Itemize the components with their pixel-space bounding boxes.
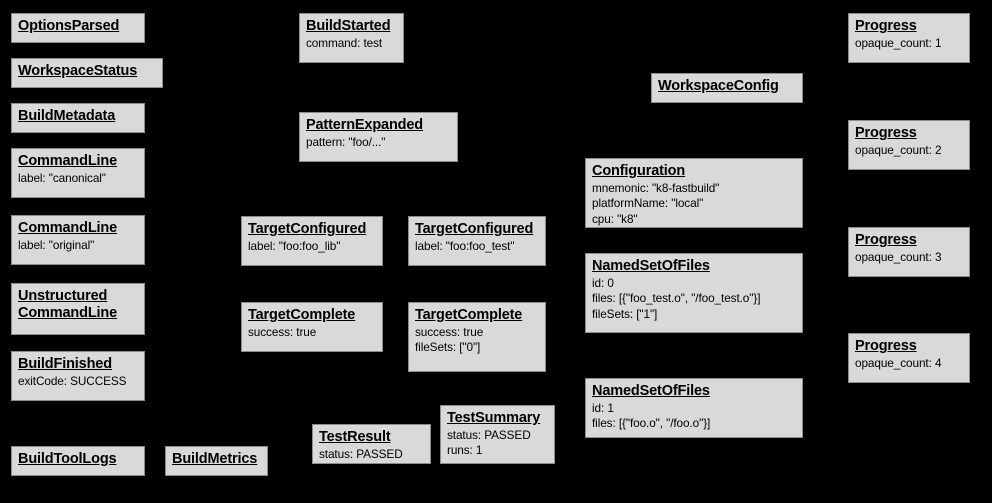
event-node-title: CommandLine xyxy=(18,153,118,169)
event-node-title: Configuration xyxy=(592,163,686,179)
event-node-target-complete-lib[interactable]: TargetComplete success: true xyxy=(241,302,383,352)
event-node-named-set-of-files-0[interactable]: NamedSetOfFiles id: 0 files: [{"foo_test.… xyxy=(585,253,803,333)
event-node-build-metrics[interactable]: BuildMetrics xyxy=(165,446,268,476)
event-node-fields: id: 1 files: [{"foo.o", "/foo.o"}] xyxy=(592,401,711,431)
event-node-pattern-expanded[interactable]: PatternExpanded pattern: "foo/..." xyxy=(299,112,458,162)
event-node-named-set-of-files-1[interactable]: NamedSetOfFiles id: 1 files: [{"foo.o", "… xyxy=(585,378,803,438)
event-node-target-configured-foo-lib[interactable]: TargetConfigured label: "foo:foo_lib" xyxy=(241,216,383,266)
event-node-fields: command: test xyxy=(306,36,383,51)
event-node-progress-4[interactable]: Progress opaque_count: 4 xyxy=(848,333,970,383)
event-node-unstructured-command-line[interactable]: Unstructured CommandLine xyxy=(11,283,145,335)
event-node-build-started[interactable]: BuildStarted command: test xyxy=(299,13,404,63)
event-node-fields: opaque_count: 3 xyxy=(855,250,942,265)
event-node-progress-1[interactable]: Progress opaque_count: 1 xyxy=(848,13,970,63)
event-node-title: TargetConfigured xyxy=(248,221,367,237)
event-node-title: TestResult xyxy=(319,429,391,445)
event-node-title: BuildToolLogs xyxy=(18,451,117,467)
event-node-title: BuildMetrics xyxy=(172,451,258,467)
event-node-workspace-status[interactable]: WorkspaceStatus xyxy=(11,58,163,88)
event-node-options-parsed[interactable]: OptionsParsed xyxy=(11,13,145,43)
event-node-fields: success: true fileSets: ["0"] xyxy=(415,325,484,355)
event-node-configuration[interactable]: Configuration mnemonic: "k8-fastbuild" pl… xyxy=(585,158,803,228)
event-node-progress-2[interactable]: Progress opaque_count: 2 xyxy=(848,120,970,170)
event-node-title: TargetConfigured xyxy=(415,221,534,237)
event-node-target-configured-foo-test[interactable]: TargetConfigured label: "foo:foo_test" xyxy=(408,216,546,266)
event-node-title: NamedSetOfFiles xyxy=(592,383,710,399)
event-node-title: NamedSetOfFiles xyxy=(592,258,710,274)
event-node-build-metadata[interactable]: BuildMetadata xyxy=(11,103,145,133)
event-node-title: TargetComplete xyxy=(415,307,523,323)
event-node-test-summary[interactable]: TestSummary status: PASSED runs: 1 xyxy=(440,405,555,464)
event-node-target-complete-test[interactable]: TargetComplete success: true fileSets: ["… xyxy=(408,302,546,372)
event-node-fields: status: PASSED xyxy=(319,447,403,462)
event-node-title: BuildStarted xyxy=(306,18,391,34)
event-node-build-finished[interactable]: BuildFinished exitCode: SUCCESS xyxy=(11,351,145,401)
event-node-command-line-original[interactable]: CommandLine label: "original" xyxy=(11,215,145,265)
event-node-fields: label: "canonical" xyxy=(18,171,106,186)
event-node-fields: success: true xyxy=(248,325,317,340)
event-node-fields: status: PASSED runs: 1 xyxy=(447,428,531,458)
event-node-fields: id: 0 files: [{"foo_test.o", "/foo_test.… xyxy=(592,276,761,321)
event-node-fields: pattern: "foo/..." xyxy=(306,135,386,150)
event-node-fields: label: "original" xyxy=(18,238,95,253)
event-node-fields: label: "foo:foo_test" xyxy=(415,239,515,254)
event-node-fields: mnemonic: "k8-fastbuild" platformName: "… xyxy=(592,181,720,226)
event-node-build-tool-logs[interactable]: BuildToolLogs xyxy=(11,446,145,476)
event-node-test-result[interactable]: TestResult status: PASSED xyxy=(312,424,431,464)
event-node-title: BuildMetadata xyxy=(18,108,116,124)
event-node-title: WorkspaceStatus xyxy=(18,63,138,79)
event-node-title: Progress xyxy=(855,232,917,248)
event-node-title: TargetComplete xyxy=(248,307,356,323)
event-node-title: Progress xyxy=(855,125,917,141)
event-node-fields: opaque_count: 4 xyxy=(855,356,942,371)
event-node-title: Progress xyxy=(855,338,917,354)
event-node-title: TestSummary xyxy=(447,410,541,426)
event-node-command-line-canonical[interactable]: CommandLine label: "canonical" xyxy=(11,148,145,198)
event-node-title: BuildFinished xyxy=(18,356,112,372)
event-node-fields: exitCode: SUCCESS xyxy=(18,374,127,389)
event-node-title: WorkspaceConfig xyxy=(658,78,779,94)
event-node-fields: opaque_count: 1 xyxy=(855,36,942,51)
event-node-progress-3[interactable]: Progress opaque_count: 3 xyxy=(848,227,970,277)
event-node-fields: label: "foo:foo_lib" xyxy=(248,239,341,254)
event-node-title: Progress xyxy=(855,18,917,34)
event-node-title: PatternExpanded xyxy=(306,117,423,133)
event-node-title: Unstructured CommandLine xyxy=(18,288,118,322)
event-node-workspace-config[interactable]: WorkspaceConfig xyxy=(651,73,803,103)
event-node-title: CommandLine xyxy=(18,220,118,236)
event-node-fields: opaque_count: 2 xyxy=(855,143,942,158)
event-node-title: OptionsParsed xyxy=(18,18,120,34)
